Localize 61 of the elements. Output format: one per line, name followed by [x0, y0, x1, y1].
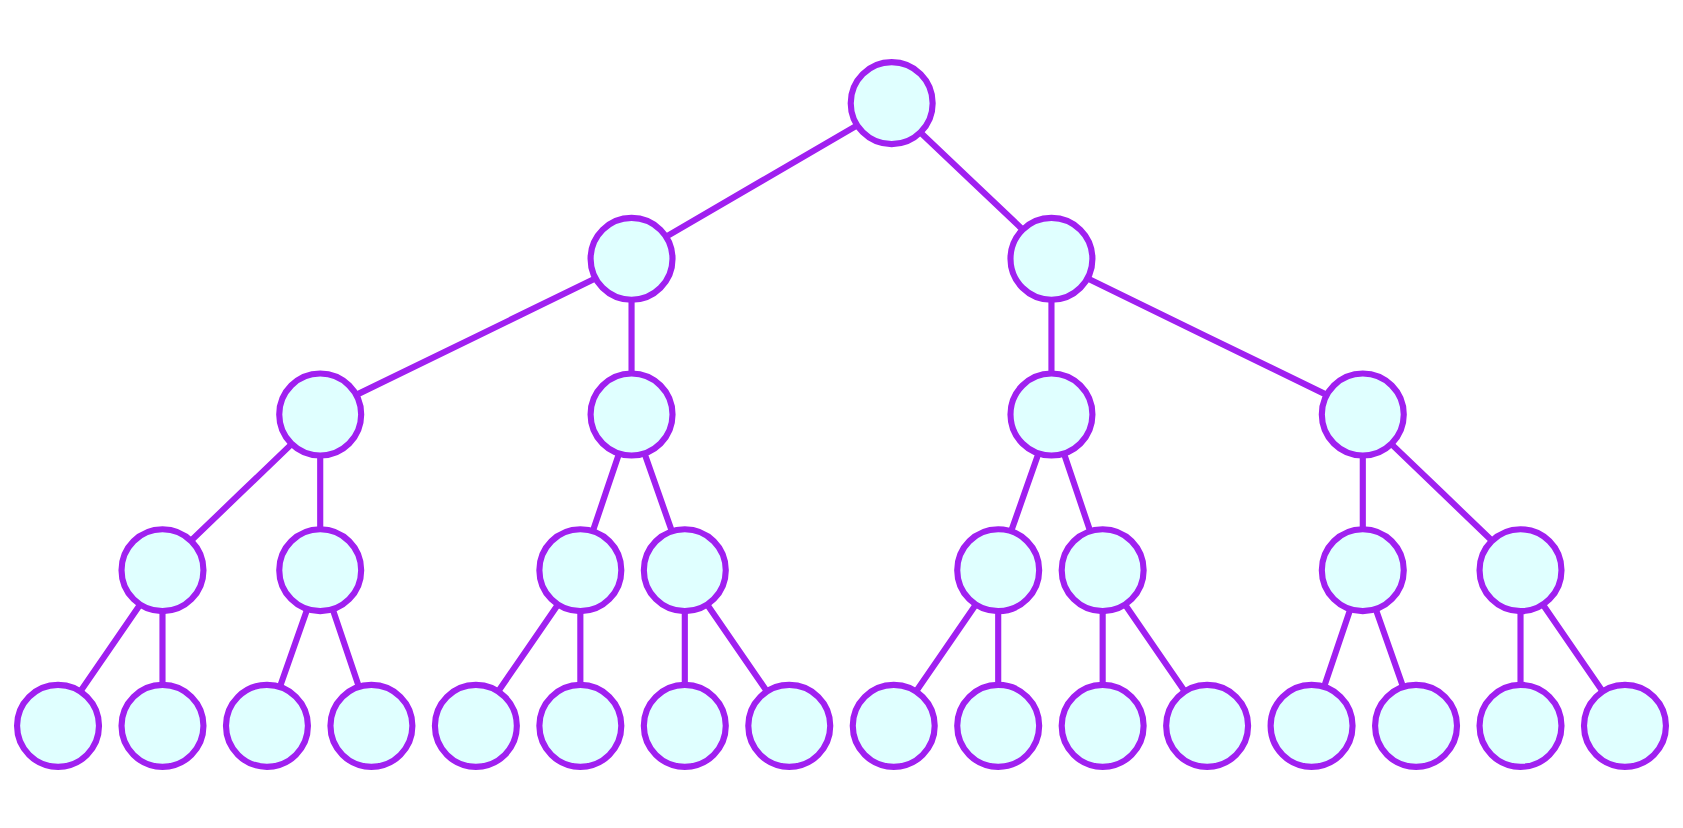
connector [1061, 452, 1094, 532]
connector [918, 130, 1025, 231]
node-circle [1267, 681, 1356, 770]
node-circle [276, 525, 365, 614]
connector [1099, 610, 1106, 684]
connector [1540, 602, 1605, 693]
connector [1086, 275, 1329, 398]
node-circle [587, 369, 676, 459]
connector [1517, 610, 1524, 684]
connector [495, 602, 561, 693]
connector [641, 452, 675, 532]
connector [628, 299, 635, 373]
connector [995, 610, 1002, 684]
connector [1373, 608, 1406, 688]
connector [704, 602, 770, 693]
connector [664, 122, 859, 239]
node-circle [222, 681, 311, 770]
node-circle [587, 214, 676, 303]
node-circle [954, 525, 1043, 614]
node-circle [536, 525, 625, 614]
connector [317, 455, 324, 529]
node-circle [118, 525, 207, 614]
node-circle [640, 681, 729, 770]
connector [159, 610, 166, 684]
node-circle [745, 681, 834, 770]
connector [589, 452, 622, 532]
node-circle [1318, 525, 1407, 614]
connector [577, 610, 584, 684]
connector [189, 441, 294, 543]
connector [913, 602, 979, 693]
connector [1122, 602, 1188, 693]
connector [78, 602, 143, 693]
node-circle [327, 681, 416, 770]
connector [329, 608, 362, 688]
node-circle [118, 681, 207, 770]
node-circle [1058, 681, 1147, 770]
node-circle [14, 681, 103, 770]
node-circle [640, 525, 729, 614]
node-circle [276, 369, 365, 459]
connector [1359, 455, 1366, 529]
connector [1048, 299, 1055, 373]
node-circle [1007, 214, 1096, 303]
node-circle [847, 58, 936, 147]
connector [681, 610, 688, 684]
node-circle [1007, 369, 1096, 459]
connector [354, 275, 597, 398]
node-circle [954, 681, 1043, 770]
node-circle [431, 681, 520, 770]
node-circle [1476, 525, 1565, 614]
connector [277, 608, 310, 688]
node-circle [1372, 681, 1461, 770]
connector [1008, 452, 1042, 532]
node-circle [849, 681, 938, 770]
node-circle [1058, 525, 1147, 614]
connector [1389, 441, 1494, 543]
node-circle [1580, 681, 1669, 770]
node-circle [1318, 369, 1407, 459]
node-circle [1163, 681, 1252, 770]
node-circle [1476, 681, 1565, 770]
node-circle [536, 681, 625, 770]
connector [1321, 608, 1354, 688]
